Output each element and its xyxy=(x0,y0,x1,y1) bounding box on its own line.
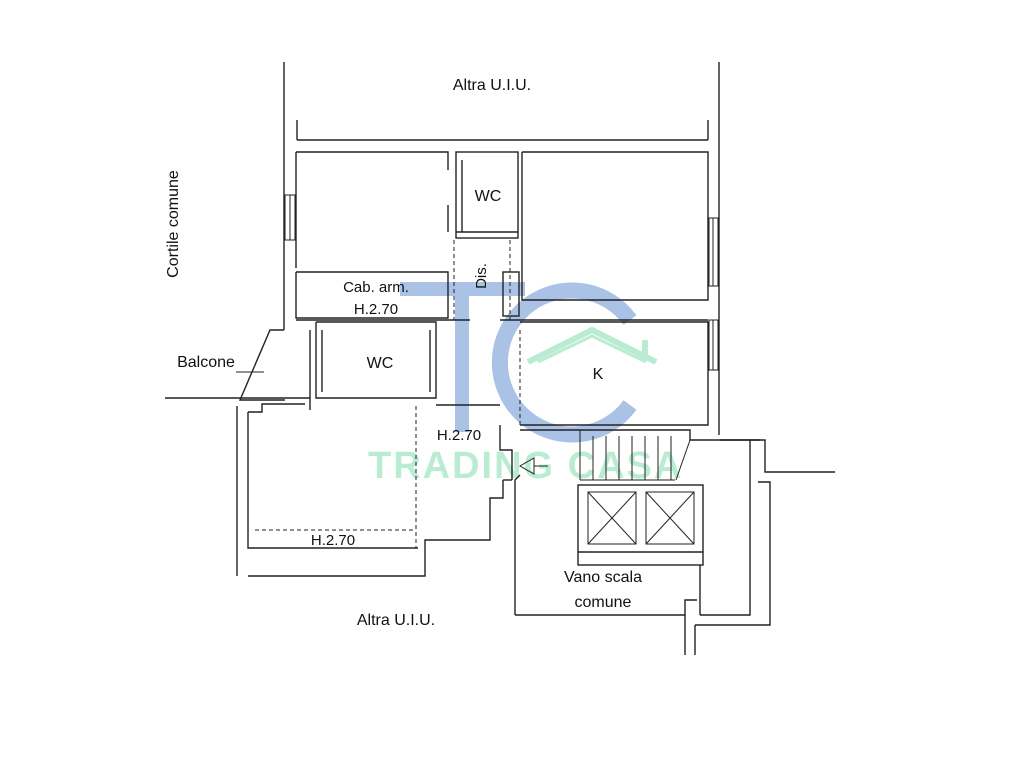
label-corridor-height: H.2.70 xyxy=(437,427,481,444)
label-wc-top: WC xyxy=(475,188,502,205)
label-stair-line2: comune xyxy=(575,594,632,611)
label-top-unit: Altra U.I.U. xyxy=(453,77,531,94)
label-balcony: Balcone xyxy=(177,354,235,371)
label-courtyard: Cortile comune xyxy=(165,170,182,278)
label-corridor: Dis. xyxy=(473,263,490,289)
label-cabinet: Cab. arm. xyxy=(343,279,409,296)
label-kitchen: K xyxy=(593,366,604,383)
label-wc-bottom: WC xyxy=(367,355,394,372)
label-room-height: H.2.70 xyxy=(311,532,355,549)
label-stair-line1: Vano scala xyxy=(564,569,642,586)
walls xyxy=(165,62,835,655)
labels: Altra U.I.U. Cortile comune WC Cab. arm.… xyxy=(165,77,642,629)
watermark-logo: TRADING CASA xyxy=(368,282,683,487)
watermark-text: TRADING CASA xyxy=(368,445,683,487)
label-bottom-unit: Altra U.I.U. xyxy=(357,612,435,629)
label-cabinet-height: H.2.70 xyxy=(354,301,398,318)
